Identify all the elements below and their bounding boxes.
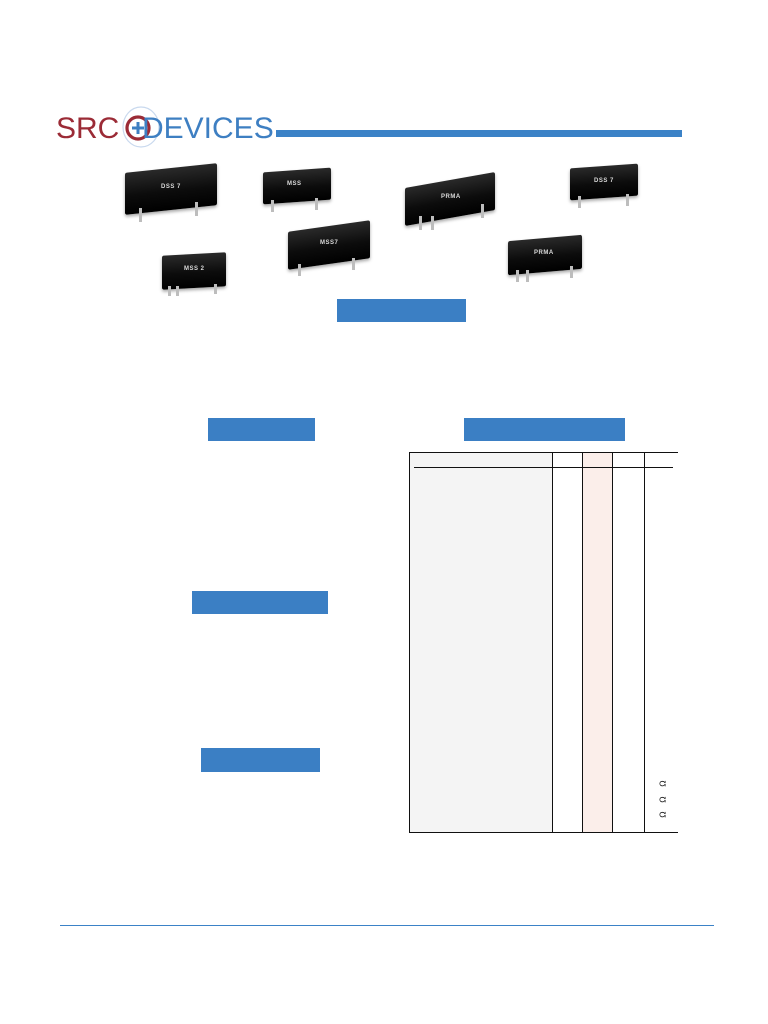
specifications-table: Ω Ω Ω (409, 452, 678, 833)
relay-pin (168, 286, 171, 296)
relay-pin (431, 216, 434, 230)
unit-symbol: Ω (658, 780, 668, 787)
relay-pin (526, 270, 529, 282)
table-column-highlighted (582, 453, 612, 832)
relay-pin (271, 200, 274, 212)
footer-rule (60, 925, 714, 926)
product-title-bar (337, 299, 466, 322)
logo-text-devices: DEVICES (142, 112, 274, 145)
logo-text-src: SRC (56, 112, 120, 145)
relay-marking: PRMA (441, 194, 461, 200)
product-photo-relay-3: PRMA (405, 172, 497, 242)
product-photo-relay-7: PRMA (508, 234, 584, 288)
relay-marking: PRMA (534, 250, 554, 256)
table-header-rule (414, 467, 673, 468)
relay-marking: DSS 7 (594, 178, 614, 184)
relay-pin (419, 216, 422, 230)
relay-pin (570, 266, 573, 278)
logo-mark-icon (122, 106, 159, 148)
table-column (612, 453, 644, 832)
section-heading-right (464, 418, 625, 441)
relay-pin (214, 284, 217, 294)
relay-pin (176, 286, 179, 296)
product-photo-relay-4: DSS 7 (570, 163, 640, 214)
relay-pin (315, 198, 318, 210)
unit-symbol: Ω (658, 811, 668, 818)
table-column (644, 453, 678, 832)
section-heading-left-1 (208, 418, 315, 441)
relay-pin (578, 196, 581, 208)
relay-pin (352, 258, 355, 270)
company-logo: SRC DEVICES (56, 104, 276, 154)
relay-pin (195, 202, 198, 216)
relay-marking: MSS7 (320, 240, 339, 246)
relay-pin (481, 204, 484, 218)
table-column (552, 453, 582, 832)
section-heading-left-3 (201, 748, 320, 772)
relay-marking: MSS (287, 181, 302, 187)
product-photo-relay-5: MSS 2 (162, 252, 228, 300)
relay-pin (298, 264, 301, 276)
relay-marking: MSS 2 (184, 266, 205, 272)
product-photo-relay-6: MSS7 (288, 220, 372, 284)
product-photo-relay-1: DSS 7 (125, 163, 217, 230)
relay-pin (139, 208, 142, 222)
relay-marking: DSS 7 (161, 184, 181, 190)
relay-pin (516, 270, 519, 282)
section-heading-left-2 (192, 591, 328, 614)
header-rule (276, 130, 682, 137)
relay-pin (626, 194, 629, 206)
unit-symbol: Ω (658, 796, 668, 803)
product-photo-relay-2: MSS (263, 167, 333, 218)
